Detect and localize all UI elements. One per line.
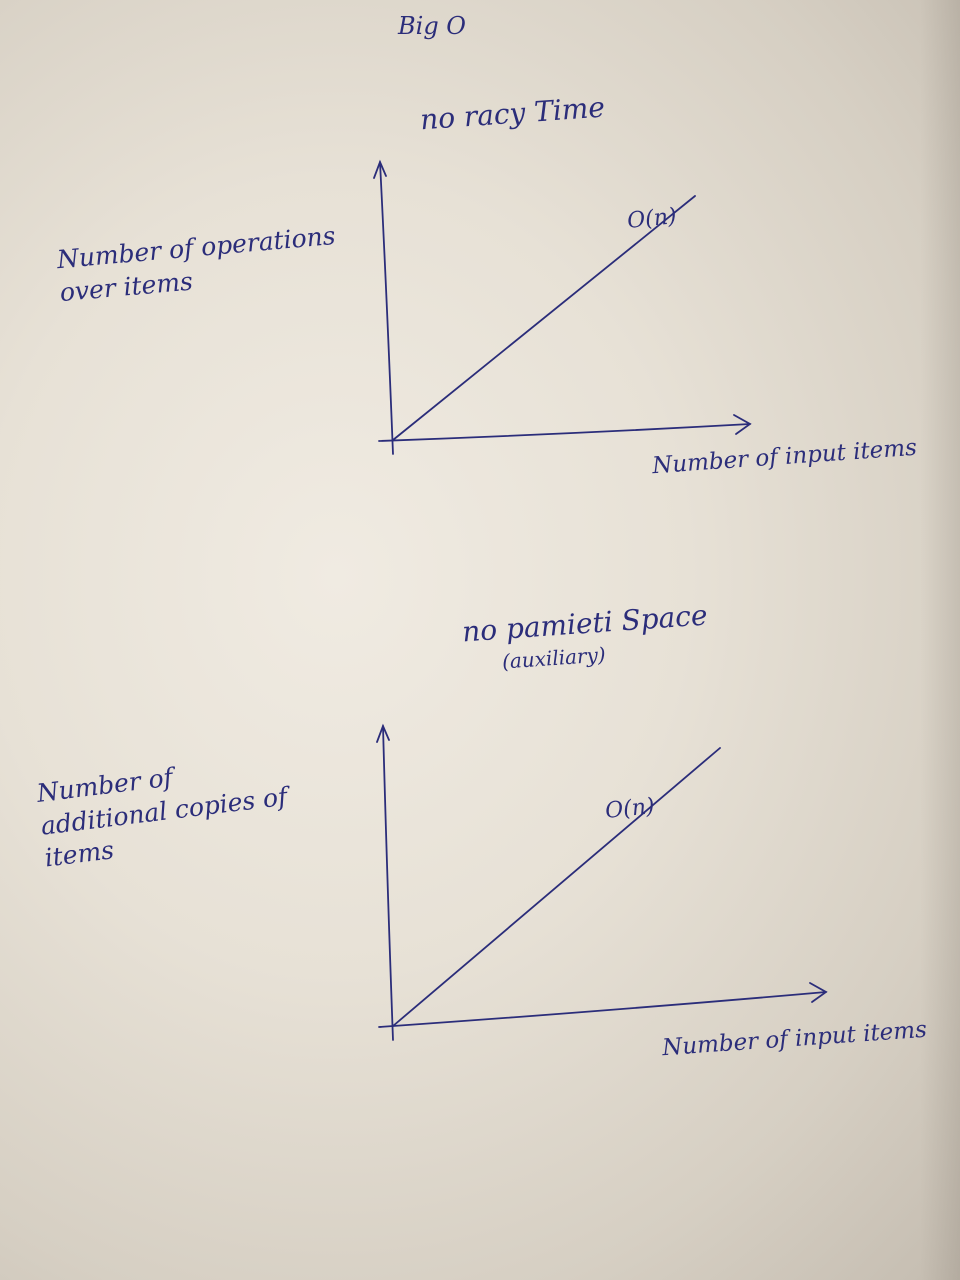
chart1-y-axis-arrow: [373, 159, 387, 179]
chart1-series-line: [392, 195, 696, 441]
chart1-x-axis: [378, 423, 751, 442]
chart2-y-axis: [382, 725, 394, 1041]
chart1-x-axis-arrow: [733, 414, 752, 435]
chart2-y-axis-arrow: [376, 723, 390, 743]
chart2-x-axis: [378, 991, 827, 1028]
chart2-x-axis-arrow: [809, 982, 828, 1003]
page-heading: Big O: [398, 12, 466, 40]
paper-edge-shadow: [920, 0, 960, 1280]
chart2-series-line: [392, 747, 721, 1027]
chart1-y-axis: [379, 161, 394, 455]
chart1-annotation: O(n): [626, 204, 678, 234]
chart2-annotation: O(n): [604, 794, 656, 824]
